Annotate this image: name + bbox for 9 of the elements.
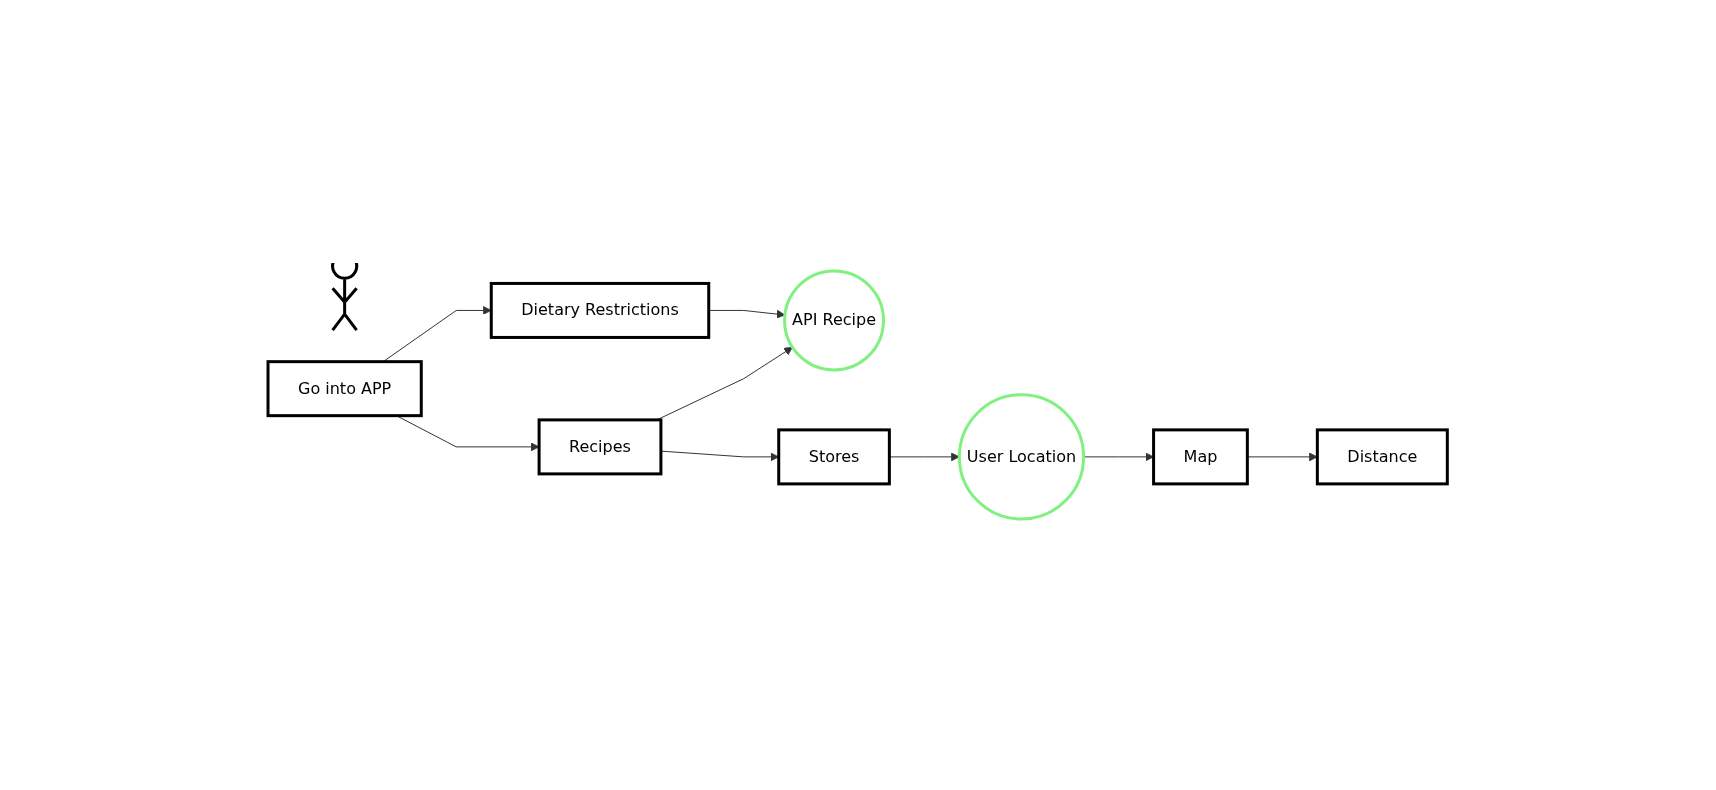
node-person [331,263,359,332]
node-box: Distance [1316,428,1450,486]
node-box: Stores [777,428,892,486]
node-circle: API Recipe [783,269,886,372]
node-box: Recipes [537,418,663,476]
node-box: Go into APP [266,360,424,418]
node-circle: User Location [958,393,1086,521]
node-box: Dietary Restrictions [490,281,711,339]
node-box: Map [1152,428,1250,486]
